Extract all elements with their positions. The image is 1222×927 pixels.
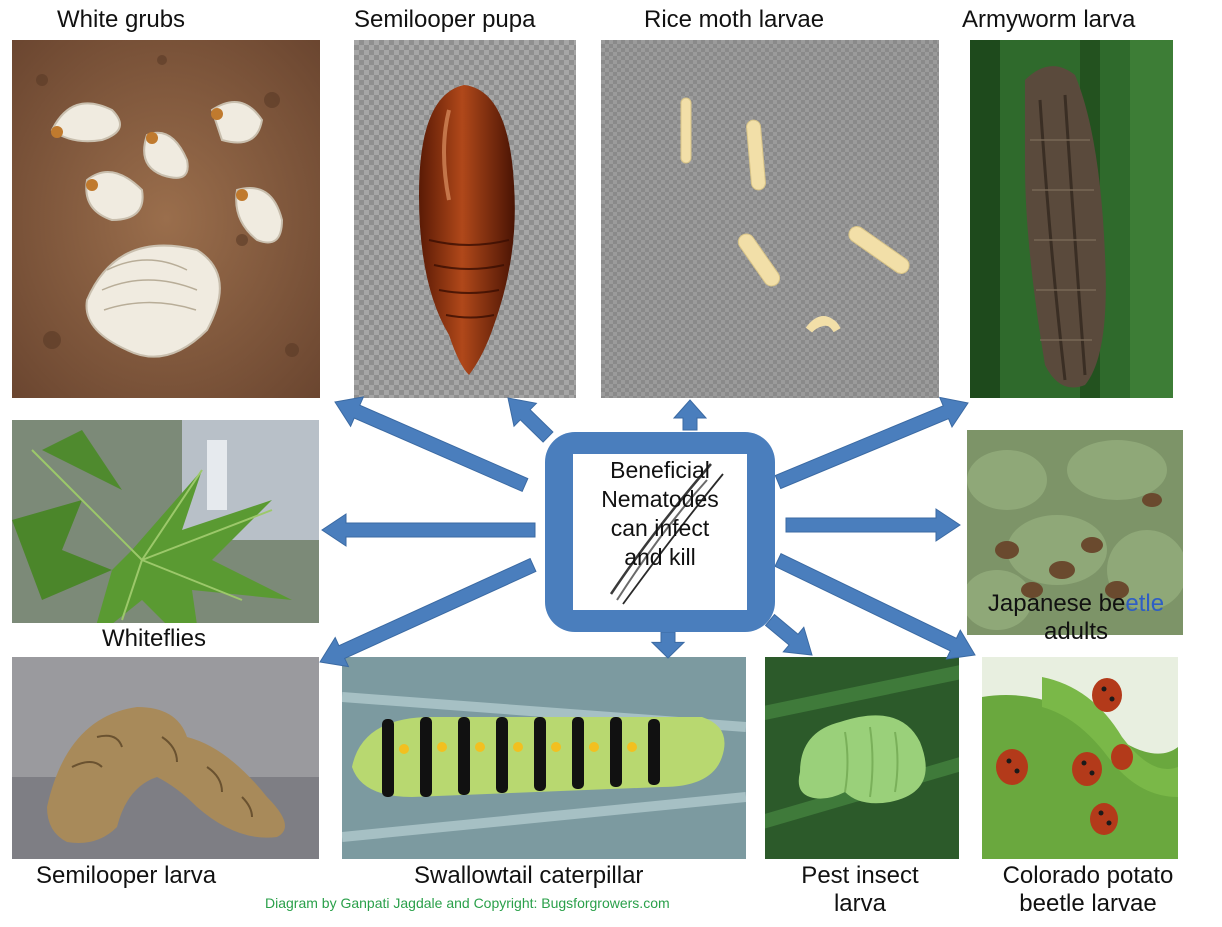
label-semilooper-larva: Semilooper larva xyxy=(36,862,216,890)
center-line-3: can infect xyxy=(573,514,747,543)
pest-insect-larva-photo xyxy=(765,657,959,859)
label-japanese-beetle: Japanese beetle adults xyxy=(988,590,1164,645)
arrow-armyworm xyxy=(775,397,968,488)
arrow-semilooper-pupa xyxy=(508,398,553,442)
center-text: Beneficial Nematodes can infect and kill xyxy=(573,454,747,572)
center-line-2: Nematodes xyxy=(573,485,747,514)
arrow-rice-moth xyxy=(674,400,706,430)
label-japanese-beetle-part1: Japanese be xyxy=(988,590,1125,617)
arrow-semilooper-larva xyxy=(320,559,536,667)
label-colorado-line2: beetle larvae xyxy=(1019,890,1156,917)
white-grubs-photo xyxy=(12,40,320,398)
swallowtail-caterpillar-photo xyxy=(342,657,746,859)
center-box: Beneficial Nematodes can infect and kill xyxy=(545,432,775,632)
arrow-swallowtail xyxy=(652,632,684,658)
label-pest-insect-larva: Pest insect larva xyxy=(801,862,918,917)
label-whiteflies: Whiteflies xyxy=(102,625,206,653)
rice-moth-larvae-photo xyxy=(601,40,939,398)
colorado-beetle-larvae-photo xyxy=(982,657,1178,859)
label-pest-insect-line2: larva xyxy=(834,890,886,917)
arrow-white-grubs xyxy=(335,397,528,492)
label-colorado-beetle-larvae: Colorado potato beetle larvae xyxy=(1003,862,1174,917)
center-line-1: Beneficial xyxy=(573,456,747,485)
center-panel: Beneficial Nematodes can infect and kill xyxy=(573,454,747,610)
label-japanese-beetle-part2: etle xyxy=(1125,590,1164,617)
label-armyworm-larva: Armyworm larva xyxy=(962,6,1135,34)
label-semilooper-pupa: Semilooper pupa xyxy=(354,6,535,34)
armyworm-larva-photo xyxy=(970,40,1173,398)
credit-text: Diagram by Ganpati Jagdale and Copyright… xyxy=(265,895,670,911)
whiteflies-photo xyxy=(12,420,319,623)
arrow-japanese-beetle xyxy=(786,509,960,541)
arrow-whiteflies xyxy=(322,514,535,546)
label-white-grubs: White grubs xyxy=(57,6,185,34)
label-pest-insect-line1: Pest insect xyxy=(801,862,918,889)
center-line-4: and kill xyxy=(573,543,747,572)
label-rice-moth-larvae: Rice moth larvae xyxy=(644,6,824,34)
semilooper-larva-photo xyxy=(12,657,319,859)
label-colorado-line1: Colorado potato xyxy=(1003,862,1174,889)
arrow-colorado xyxy=(775,554,975,659)
semilooper-pupa-photo xyxy=(354,40,576,398)
label-japanese-beetle-line2: adults xyxy=(1044,618,1108,645)
arrow-pest-insect xyxy=(766,615,813,655)
label-swallowtail-caterpillar: Swallowtail caterpillar xyxy=(414,862,643,890)
